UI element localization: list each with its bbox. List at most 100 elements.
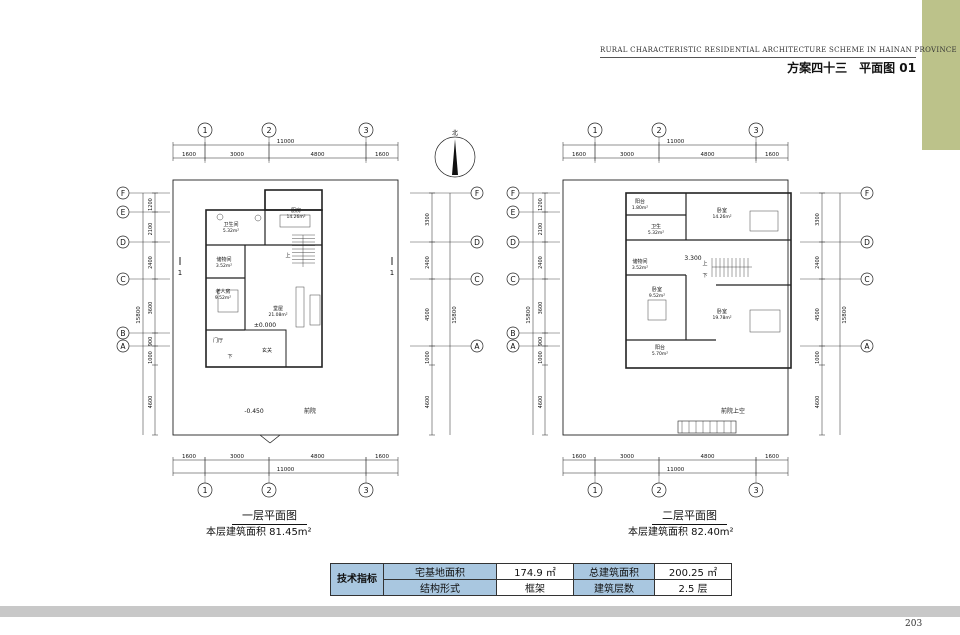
room-name: 玄关 (262, 347, 272, 354)
stair-up-label: 上 (702, 260, 707, 267)
section-mark: 1 (178, 269, 182, 277)
axis-number-top: 2 (266, 126, 271, 135)
room-name: 卫生 (651, 223, 661, 230)
dining-table (279, 214, 311, 228)
axis-letter-left: F (121, 189, 125, 198)
axis-letter-right: D (864, 238, 870, 247)
section-mark: 1 (390, 269, 394, 277)
dim-text-vertical: 4600 (148, 396, 154, 409)
dim-text-vertical: 1200 (148, 198, 154, 211)
site-boundary (172, 179, 399, 436)
axis-number-bottom: 1 (202, 486, 207, 495)
north-arrow-icon (452, 139, 458, 175)
axis-letter-right: C (474, 275, 479, 284)
room-name: 门厅 (213, 337, 223, 344)
dim-text-vertical: 4600 (425, 396, 431, 409)
dim-text-segment: 1600 (572, 454, 586, 460)
axis-number-bottom: 1 (592, 486, 597, 495)
room-area: 3.52m² (632, 265, 648, 271)
dim-text-vertical: 2400 (148, 256, 154, 269)
axis-number-bottom: 3 (363, 486, 368, 495)
side-color-tab (922, 0, 960, 150)
front-stair (677, 420, 737, 434)
bed (647, 299, 667, 321)
axis-letter-left: E (121, 208, 126, 217)
dim-text-segment: 1600 (182, 454, 196, 460)
room-name: 卫生间 (223, 221, 238, 228)
header-rule (600, 57, 916, 58)
dim-text-vertical: 2400 (538, 256, 544, 269)
level-floor2: 3.300 (684, 255, 701, 262)
spec-header: 技术指标 (330, 563, 384, 596)
room-area: 5.32m² (648, 230, 664, 236)
axis-letter-left: A (510, 342, 516, 351)
axis-letter-left: D (510, 238, 516, 247)
room-area: 21.08m² (268, 312, 287, 318)
yard-label: 前院上空 (721, 407, 745, 415)
room-name: 堂屋 (273, 305, 283, 312)
axis-letter-left: A (120, 342, 126, 351)
header-subtitle-en: RURAL CHARACTERISTIC RESIDENTIAL ARCHITE… (600, 46, 957, 54)
axis-number-bottom: 3 (753, 486, 758, 495)
dim-text-vertical-total: 15800 (842, 306, 848, 324)
dim-text-vertical: 1000 (815, 351, 821, 364)
axis-letter-right: F (865, 189, 869, 198)
dim-text-vertical: 1000 (425, 351, 431, 364)
spec-table: 技术指标 宅基地面积 174.9 ㎡ 总建筑面积 200.25 ㎡ 结构形式 框… (330, 563, 732, 596)
dim-text-vertical: 4600 (538, 396, 544, 409)
room-name: 阳台 (655, 344, 665, 351)
spec-row: 结构形式 框架 建筑层数 2.5 层 (331, 579, 732, 596)
room-area: 3.52m² (216, 263, 232, 269)
dim-text-total: 11000 (667, 139, 685, 145)
room-name: 卧室 (717, 207, 727, 214)
dim-text-vertical: 4500 (425, 308, 431, 321)
floor2-title: 二层平面图 (652, 507, 727, 525)
dim-text-vertical: 1200 (538, 198, 544, 211)
axis-number-bottom: 2 (656, 486, 661, 495)
room-name: 储物间 (632, 258, 647, 265)
dim-text-segment: 1600 (375, 454, 389, 460)
room-area: 19.78m² (712, 315, 731, 321)
dim-text-segment: 1600 (375, 152, 389, 158)
room-name: 厨房 (291, 207, 301, 214)
dim-text-vertical: 2400 (815, 256, 821, 269)
dim-text-segment: 1600 (765, 152, 779, 158)
stair-down-label: 下 (702, 273, 707, 279)
dim-text-vertical-total: 15800 (452, 306, 458, 324)
floor2-area: 本层建筑面积 82.40m² (628, 527, 734, 538)
room-area: 5.70m² (652, 351, 668, 357)
dim-text-total: 11000 (667, 467, 685, 473)
dim-text-total: 11000 (277, 467, 295, 473)
stair-up-label: 上 (285, 252, 290, 259)
dim-text-segment: 1600 (765, 454, 779, 460)
spec-cell: 174.9 ㎡ (496, 563, 574, 580)
spec-cell: 建筑层数 (573, 579, 655, 596)
dim-text-vertical: 4500 (815, 308, 821, 321)
sofa-left (295, 286, 305, 328)
spec-cell: 结构形式 (383, 579, 497, 596)
floor1-title: 一层平面图 (232, 507, 307, 525)
entry-porch (205, 329, 287, 368)
room-name: 卧室 (652, 286, 662, 293)
bed (217, 289, 239, 313)
sofa-right (309, 294, 321, 326)
room-name: 储物间 (216, 256, 231, 263)
spec-cell: 框架 (496, 579, 574, 596)
axis-number-top: 1 (202, 126, 207, 135)
axis-letter-left: B (510, 329, 515, 338)
page-title: 方案四十三 平面图 01 (787, 61, 916, 75)
room-area: 14.26m² (712, 214, 731, 220)
spec-cell: 2.5 层 (654, 579, 732, 596)
dim-text-vertical: 1000 (148, 351, 154, 364)
dim-text-vertical: 900 (148, 337, 154, 347)
dim-text-segment: 4800 (701, 152, 715, 158)
axis-letter-right: D (474, 238, 480, 247)
yard-label: 前院 (304, 407, 316, 415)
axis-letter-left: D (120, 238, 126, 247)
axis-letter-left: F (511, 189, 515, 198)
site-boundary (562, 179, 789, 436)
dim-text-segment: 3000 (620, 152, 634, 158)
dim-text-segment: 3000 (620, 454, 634, 460)
dim-text-vertical: 2400 (425, 256, 431, 269)
